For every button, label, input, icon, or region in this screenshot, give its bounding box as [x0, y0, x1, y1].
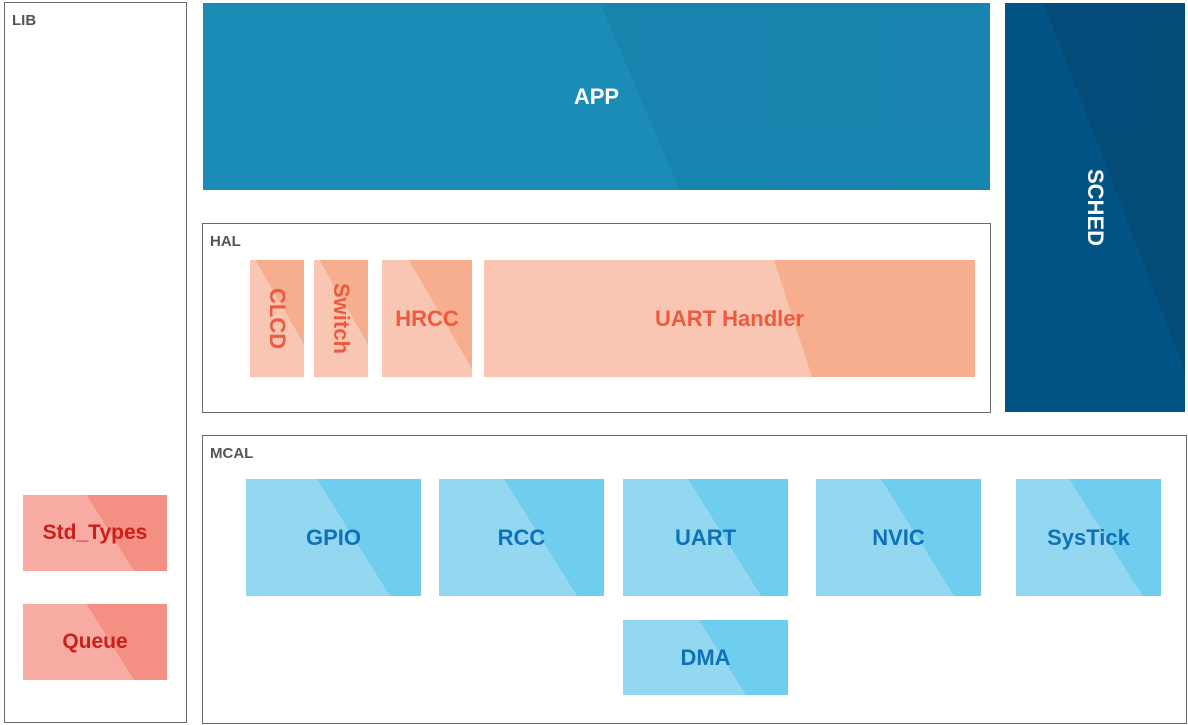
lib-block-std-types-label: Std_Types — [42, 521, 148, 544]
mcal-block-dma[interactable]: DMA — [623, 620, 788, 695]
mcal-layer-label: MCAL — [210, 445, 254, 462]
mcal-block-rcc[interactable]: RCC — [439, 479, 604, 596]
hal-block-clcd[interactable]: CLCD — [250, 260, 304, 377]
hal-block-switch[interactable]: Switch — [314, 260, 368, 377]
lib-block-queue-label: Queue — [62, 630, 128, 653]
hal-block-uart-handler-label: UART Handler — [654, 305, 805, 331]
mcal-block-rcc-label: RCC — [497, 524, 546, 550]
sched-layer[interactable]: SCHED — [1005, 3, 1185, 412]
lib-block-queue[interactable]: Queue — [23, 604, 167, 680]
app-layer-label: APP — [573, 83, 620, 109]
hal-layer-label: HAL — [210, 233, 241, 250]
hal-block-hrcc[interactable]: HRCC — [382, 260, 472, 377]
mcal-block-nvic[interactable]: NVIC — [816, 479, 981, 596]
mcal-block-gpio[interactable]: GPIO — [246, 479, 421, 596]
mcal-block-systick[interactable]: SysTick — [1016, 479, 1161, 596]
lib-block-std-types[interactable]: Std_Types — [23, 495, 167, 571]
mcal-block-uart[interactable]: UART — [623, 479, 788, 596]
hal-layer: HAL CLCD Switch HRCC UART Handler — [202, 223, 991, 413]
sched-layer-label: SCHED — [1083, 168, 1108, 246]
lib-layer-label: LIB — [12, 12, 37, 29]
mcal-block-gpio-label: GPIO — [305, 524, 361, 550]
hal-block-uart-handler[interactable]: UART Handler — [484, 260, 975, 377]
hal-block-clcd-label: CLCD — [265, 287, 290, 350]
hal-block-switch-label: Switch — [329, 283, 354, 354]
mcal-layer: MCAL GPIO RCC UART NVIC SysTick DMA — [202, 435, 1187, 724]
hal-block-hrcc-label: HRCC — [395, 305, 459, 331]
mcal-block-nvic-label: NVIC — [872, 524, 925, 550]
lib-layer: LIB Std_Types Queue — [4, 2, 187, 723]
app-layer[interactable]: APP — [203, 3, 990, 190]
mcal-block-uart-label: UART — [674, 524, 737, 550]
mcal-block-dma-label: DMA — [680, 644, 731, 670]
mcal-block-systick-label: SysTick — [1047, 524, 1130, 550]
